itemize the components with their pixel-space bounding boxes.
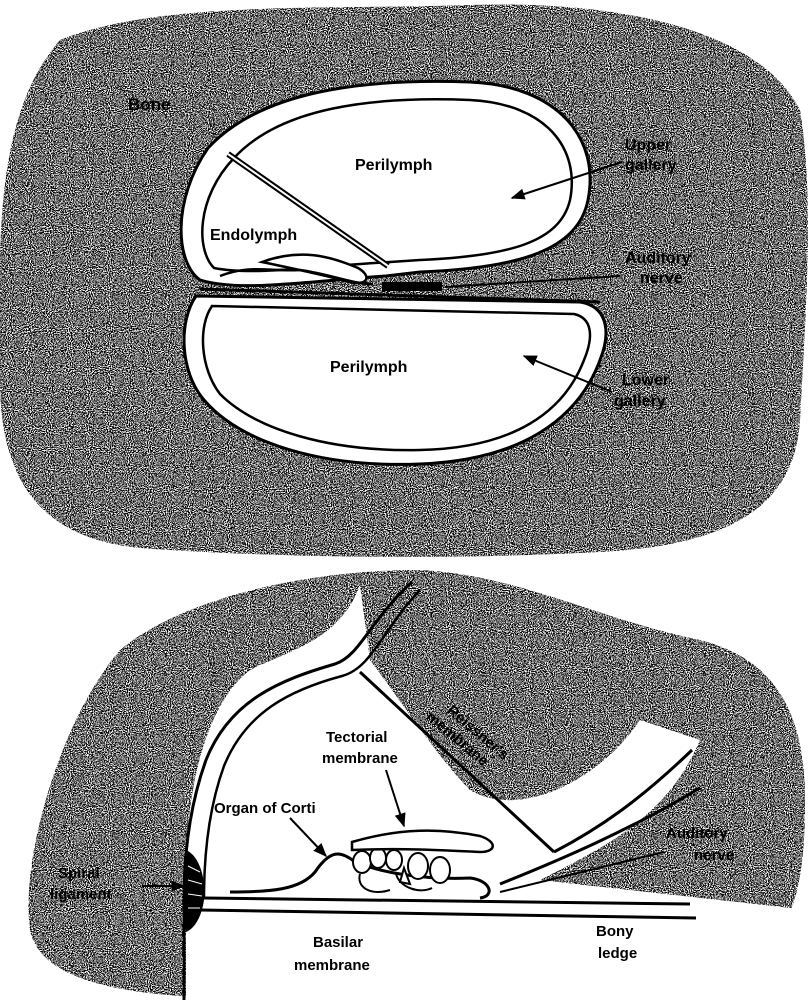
- label-lower-gallery-1: Lower: [622, 372, 669, 389]
- bottom-detail: Reissner's membrane Tectorial membrane O…: [28, 570, 809, 1000]
- label-perilymph-lower: Perilymph: [330, 359, 407, 376]
- label-lower-gallery-2: gallery: [614, 393, 666, 410]
- auditory-nerve-top: [382, 282, 442, 291]
- label-auditory-nerve-top-2: nerve: [640, 270, 683, 287]
- label-tectorial-1: Tectorial: [326, 729, 387, 746]
- label-upper-gallery-1: Upper: [625, 137, 671, 154]
- label-bony-ledge-1: Bony: [596, 923, 634, 940]
- top-cross-section: Bone Perilymph Endolymph Perilymph Upper…: [0, 4, 808, 556]
- label-tectorial-2: membrane: [322, 750, 398, 767]
- label-auditory-nerve-2: nerve: [694, 847, 734, 864]
- label-auditory-nerve-1: Auditory: [666, 825, 728, 842]
- label-basilar-2: membrane: [294, 957, 370, 974]
- label-bone: Bone: [128, 95, 171, 114]
- label-auditory-nerve-top-1: Auditory: [625, 250, 691, 267]
- label-basilar-1: Basilar: [313, 934, 363, 951]
- label-perilymph-upper: Perilymph: [355, 157, 432, 174]
- label-spiral-ligament-1: Spiral: [58, 865, 100, 882]
- label-endolymph: Endolymph: [210, 227, 297, 244]
- label-upper-gallery-2: gallery: [625, 157, 677, 174]
- label-organ-of-corti: Organ of Corti: [214, 800, 316, 817]
- label-bony-ledge-2: ledge: [598, 945, 637, 962]
- label-spiral-ligament-2: ligament: [50, 886, 112, 903]
